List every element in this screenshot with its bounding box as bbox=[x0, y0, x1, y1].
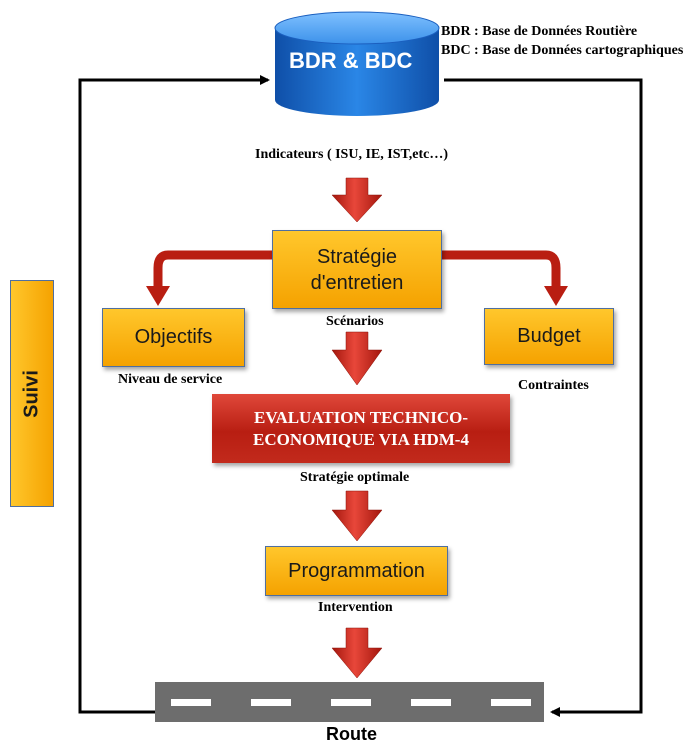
suivi-box: Suivi bbox=[10, 280, 54, 507]
down-arrow-1 bbox=[331, 177, 383, 223]
legend: BDR : Base de Données Routière BDC : Bas… bbox=[441, 22, 683, 60]
road-label: Route bbox=[326, 724, 377, 744]
down-arrow-3 bbox=[331, 490, 383, 542]
database-label: BDR & BDC bbox=[289, 48, 413, 73]
curve-to-budget bbox=[442, 250, 561, 290]
feedback-loop bbox=[78, 75, 643, 717]
constraints-note: Contraintes bbox=[518, 378, 589, 393]
loop-left-line bbox=[78, 75, 270, 714]
objectives-label: Objectifs bbox=[134, 326, 213, 348]
intervention-note: Intervention bbox=[318, 600, 393, 615]
service-level-note: Niveau de service bbox=[118, 372, 223, 387]
evaluation-line-2: ECONOMIQUE VIA HDM-4 bbox=[253, 429, 469, 449]
strategy-line-1: Stratégie bbox=[316, 245, 398, 268]
road bbox=[155, 682, 544, 722]
legend-bdr: BDR : Base de Données Routière bbox=[441, 24, 638, 39]
programming-label: Programmation bbox=[288, 559, 425, 582]
strategy-line-2: d'entretien bbox=[310, 271, 404, 294]
indicators-note: Indicateurs ( ISU, IE, IST,etc…) bbox=[255, 147, 449, 162]
suivi-label: Suivi bbox=[20, 369, 43, 418]
down-arrow-4 bbox=[331, 627, 383, 679]
loop-right-line bbox=[444, 78, 643, 717]
database-cylinder bbox=[274, 11, 440, 116]
strategy-box: Stratégie d'entretien bbox=[272, 230, 442, 309]
down-arrow-2 bbox=[331, 331, 383, 386]
objectives-box: Objectifs bbox=[102, 308, 245, 367]
programming-box: Programmation bbox=[265, 546, 448, 596]
budget-box: Budget bbox=[484, 308, 614, 365]
evaluation-line-1: EVALUATION TECHNICO- bbox=[254, 407, 468, 427]
scenarios-note: Scénarios bbox=[326, 314, 384, 329]
budget-label: Budget bbox=[517, 325, 581, 347]
curve-to-objectifs bbox=[153, 250, 272, 290]
optimal-strategy-note: Stratégie optimale bbox=[300, 470, 410, 485]
curved-arrows bbox=[146, 250, 568, 306]
evaluation-box: EVALUATION TECHNICO- ECONOMIQUE VIA HDM-… bbox=[212, 394, 510, 463]
legend-bdc: BDC : Base de Données cartographiques bbox=[441, 43, 684, 58]
flow-arrows bbox=[331, 177, 383, 679]
